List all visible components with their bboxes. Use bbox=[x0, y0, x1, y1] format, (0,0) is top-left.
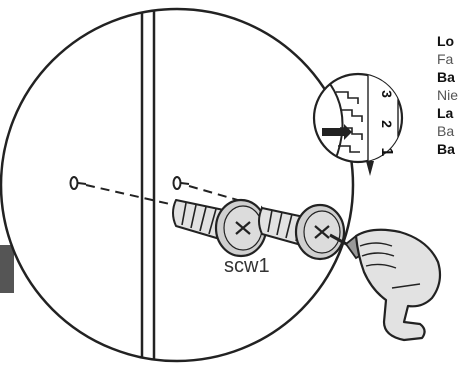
screwdriver-drill-icon bbox=[329, 228, 442, 342]
screw-hole-icon bbox=[69, 176, 87, 190]
arrow-pointer-icon bbox=[322, 124, 352, 140]
dial-number-2: 2 bbox=[379, 120, 395, 128]
part-label: scw1 bbox=[224, 255, 270, 277]
callout-line: La bbox=[437, 105, 454, 121]
guide-line-1 bbox=[85, 184, 206, 213]
callout-line: Fa bbox=[437, 51, 454, 67]
callout-pointer bbox=[366, 161, 374, 176]
magnified-view bbox=[0, 7, 355, 363]
dial-number-1: 1 bbox=[378, 148, 395, 157]
callout-line: Nie bbox=[437, 87, 459, 103]
callout-line: Ba bbox=[437, 69, 455, 85]
callout-line: Ba bbox=[437, 123, 455, 139]
callout-line: Ba bbox=[437, 141, 455, 157]
screw-hole-icon bbox=[172, 176, 190, 190]
dial-number-3: 3 bbox=[379, 90, 395, 98]
side-tab bbox=[0, 245, 14, 293]
screw-icon bbox=[172, 198, 268, 258]
callout-line: Lo bbox=[437, 33, 455, 49]
dial-numbers: 3 2 1 bbox=[378, 90, 395, 156]
screw-icon bbox=[258, 203, 346, 261]
